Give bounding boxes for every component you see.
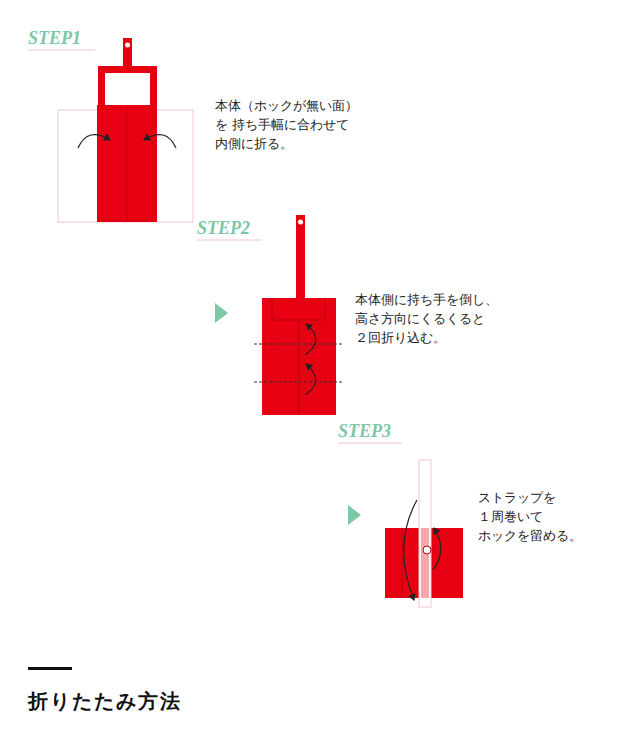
instruction-text: 本体（ホックが無い面）を 持ち手幅に合わせて 内側に折る。 [215, 96, 365, 153]
instruction-text: ストラップを １周巻いて ホックを留める。 [478, 488, 618, 545]
section-title: 折りたたみ方法 [28, 688, 182, 715]
step-label: STEP3 [338, 421, 391, 442]
step-label: STEP2 [197, 218, 250, 239]
instruction-text: 本体側に持ち手を倒し、 高さ方向にくるくると ２回折り込む。 [355, 290, 505, 347]
step-label: STEP1 [28, 28, 81, 49]
